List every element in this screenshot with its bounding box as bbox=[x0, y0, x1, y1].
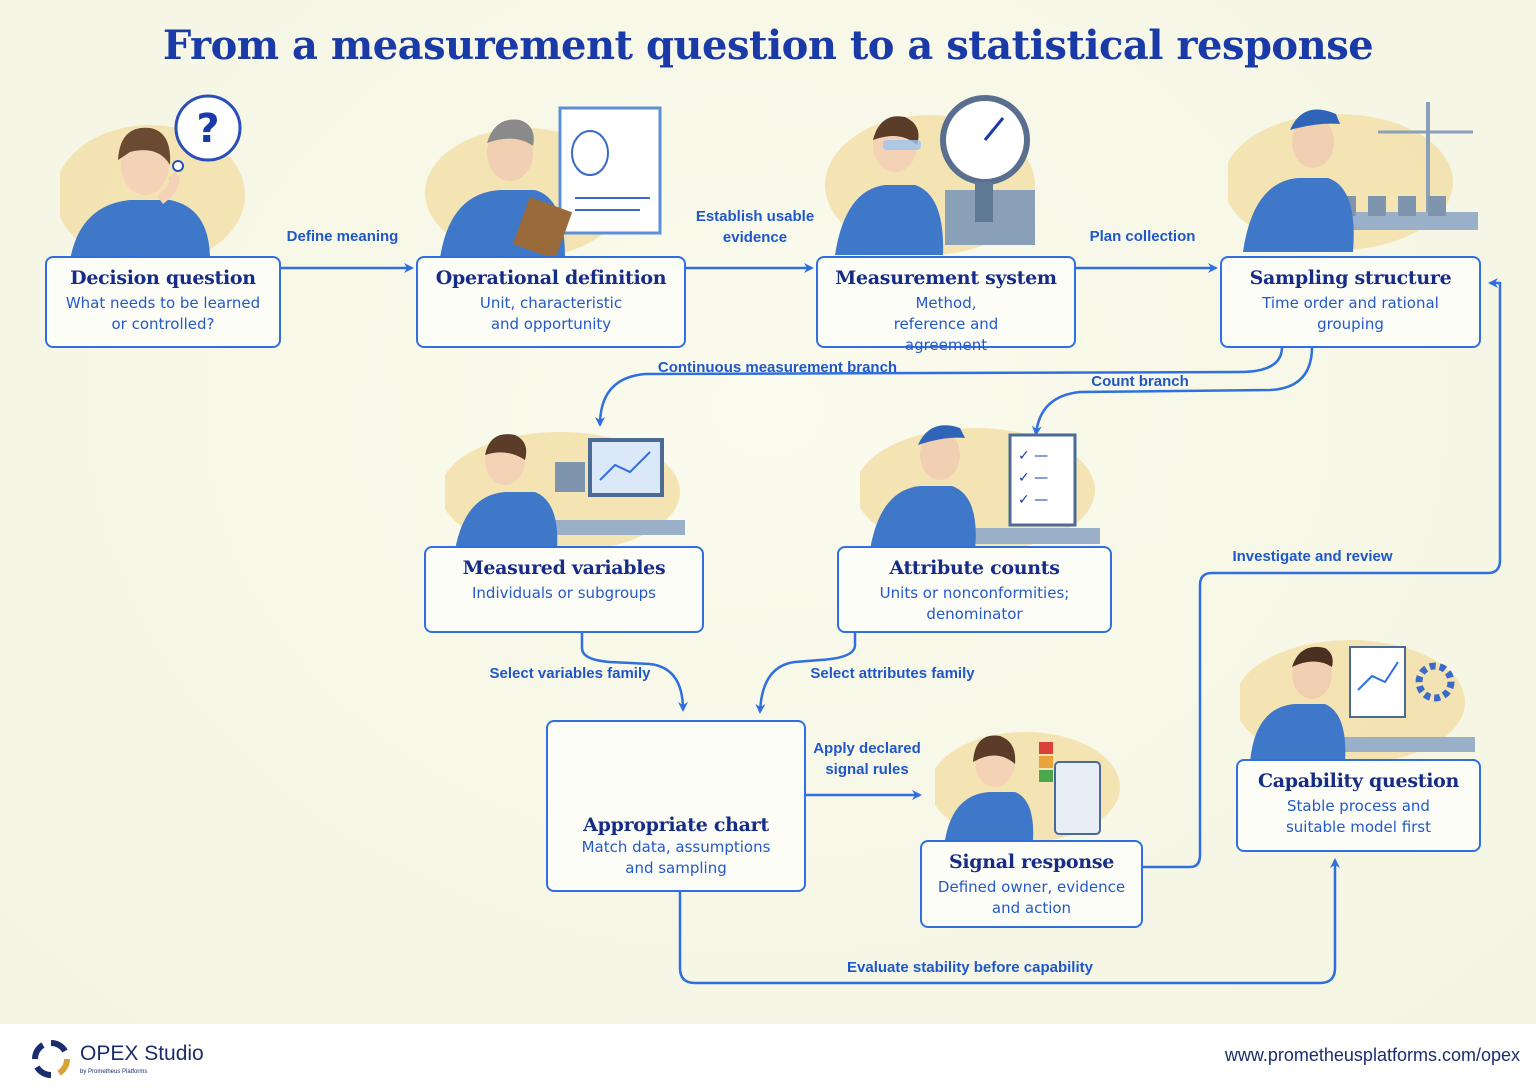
step-attribute-counts: Attribute counts Units or nonconformitie… bbox=[837, 546, 1112, 633]
label-apply-rules: Apply declared signal rules bbox=[813, 740, 921, 778]
diagram-canvas: From a measurement question to a statist… bbox=[0, 0, 1536, 1024]
sampling-structure-title: Sampling structure bbox=[1249, 267, 1452, 289]
brand-name: OPEX Studio bbox=[80, 1042, 204, 1065]
label-investigate: Investigate and review bbox=[1232, 548, 1393, 565]
step-signal-response: Signal response Defined owner, evidence … bbox=[920, 840, 1143, 928]
edge-select-attributes bbox=[755, 632, 857, 714]
variables-illustration bbox=[445, 432, 685, 550]
operational-definition-title: Operational definition bbox=[435, 267, 667, 289]
appropriate-chart-sub: Match data, assumptions and sampling bbox=[581, 838, 771, 877]
edge-evaluate-stability bbox=[678, 858, 1340, 985]
step-sampling-structure: Sampling structure Time order and ration… bbox=[1220, 256, 1481, 348]
capability-question-title: Capability question bbox=[1257, 770, 1460, 792]
decision-illustration: ? bbox=[60, 94, 245, 260]
page-title: From a measurement question to a statist… bbox=[162, 22, 1374, 69]
operational-definition-sub: Unit, characteristic and opportunity bbox=[479, 294, 623, 333]
decision-question-title: Decision question bbox=[70, 267, 256, 289]
footer-url[interactable]: www.prometheusplatforms.com/opex bbox=[1224, 1045, 1520, 1065]
attributes-illustration: ✓ — ✓ — ✓ — bbox=[860, 425, 1100, 550]
measurement-illustration bbox=[825, 95, 1035, 255]
label-select-attributes: Select attributes family bbox=[810, 665, 975, 682]
label-plan-collection: Plan collection bbox=[1089, 228, 1196, 245]
label-count-branch: Count branch bbox=[1091, 373, 1189, 390]
label-establish-evidence: Establish usable evidence bbox=[695, 208, 815, 246]
step-operational-definition: Operational definition Unit, characteris… bbox=[416, 256, 686, 348]
svg-text:✓ —: ✓ — bbox=[1018, 470, 1048, 486]
flow-connectors bbox=[281, 263, 1502, 985]
sampling-illustration bbox=[1228, 102, 1478, 252]
attribute-counts-sub: Units or nonconformities; denominator bbox=[879, 584, 1070, 623]
step-appropriate-chart: Appropriate chart Match data, assumption… bbox=[546, 720, 806, 892]
label-evaluate-stability: Evaluate stability before capability bbox=[847, 959, 1093, 976]
footer: OPEX Studio by Prometheus Platforms www.… bbox=[0, 1024, 1536, 1088]
svg-text:✓ —: ✓ — bbox=[1018, 492, 1048, 508]
attribute-counts-title: Attribute counts bbox=[889, 557, 1060, 579]
step-capability-question: Capability question Stable process and s… bbox=[1236, 759, 1481, 852]
label-select-variables: Select variables family bbox=[489, 665, 651, 682]
measurement-system-title: Measurement system bbox=[835, 267, 1057, 289]
label-define-meaning: Define meaning bbox=[286, 228, 399, 245]
appropriate-chart-title: Appropriate chart bbox=[583, 814, 769, 836]
svg-text:✓ —: ✓ — bbox=[1018, 448, 1048, 464]
measured-variables-title: Measured variables bbox=[462, 557, 666, 579]
sampling-structure-sub: Time order and rational grouping bbox=[1262, 294, 1439, 333]
measured-variables-sub: Individuals or subgroups bbox=[472, 584, 656, 602]
signal-response-sub: Defined owner, evidence and action bbox=[937, 878, 1126, 917]
svg-text:?: ? bbox=[196, 106, 219, 152]
step-decision-question: Decision question What needs to be learn… bbox=[45, 256, 281, 348]
opex-logo-icon bbox=[32, 1040, 70, 1078]
signal-response-title: Signal response bbox=[948, 851, 1115, 873]
signal-illustration bbox=[935, 732, 1120, 840]
edge-continuous-branch bbox=[595, 346, 1284, 427]
label-continuous-branch: Continuous measurement branch bbox=[657, 359, 898, 376]
step-measured-variables: Measured variables Individuals or subgro… bbox=[424, 546, 704, 633]
decision-question-sub: What needs to be learned or controlled? bbox=[65, 294, 261, 333]
brand-subtitle: by Prometheus Platforms bbox=[80, 1069, 148, 1075]
edge-select-variables bbox=[580, 632, 688, 712]
step-measurement-system: Measurement system Method, reference and… bbox=[816, 256, 1076, 354]
edge-count-branch bbox=[1031, 346, 1314, 436]
edge-investigate bbox=[1143, 278, 1502, 869]
operational-illustration bbox=[425, 106, 662, 258]
capability-illustration bbox=[1240, 640, 1475, 762]
capability-question-sub: Stable process and suitable model first bbox=[1285, 797, 1432, 836]
measurement-system-sub: Method, reference and agreement bbox=[893, 294, 999, 354]
